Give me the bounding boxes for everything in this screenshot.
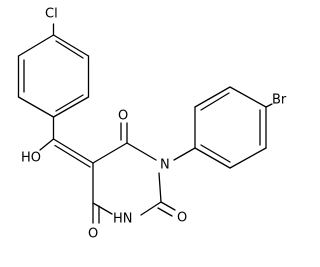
bond (52, 34, 90, 57)
bond (92, 202, 113, 215)
molecule-drawing: Cl Br HO O N O HN O (17, 7, 287, 242)
carbonyl-c4 (92, 202, 100, 224)
bond (140, 201, 162, 216)
bond (52, 138, 94, 164)
bond (39, 138, 55, 151)
hydroxyl-label: HO (21, 151, 41, 166)
bond (265, 103, 273, 108)
oxygen-c2-label: O (177, 211, 187, 226)
oxygen-c4-label: O (88, 227, 98, 242)
bond (173, 147, 196, 161)
bond (17, 34, 55, 57)
chlorine-label: Cl (45, 7, 58, 22)
oxygen-c6-label: O (118, 109, 128, 124)
bond (158, 172, 162, 203)
double-bond-inner (200, 92, 230, 111)
bond (126, 142, 157, 161)
bond (229, 147, 267, 169)
chlorophenyl-ring (17, 23, 90, 118)
bond (229, 86, 267, 108)
bond (194, 147, 231, 169)
double-bond-inner (54, 144, 91, 168)
bond (157, 207, 173, 217)
double-bond-inner (55, 94, 84, 112)
bond (160, 201, 176, 211)
bond (52, 96, 90, 118)
bromine-label: Br (272, 93, 287, 108)
double-bond-inner (200, 144, 231, 163)
nitrogen-n1-label: N (160, 158, 170, 173)
nitrogen-n3-label: HN (113, 212, 133, 227)
bond (194, 86, 231, 108)
bromophenyl-ring (194, 86, 273, 169)
double-bond-inner (55, 40, 84, 59)
structure-canvas: Cl Br HO O N O HN O (17, 7, 287, 242)
pyrimidine-ring (92, 142, 162, 216)
carbonyl-c2 (157, 201, 176, 217)
carbonyl-c6 (120, 122, 128, 144)
bond (92, 142, 128, 164)
bond (17, 96, 55, 118)
